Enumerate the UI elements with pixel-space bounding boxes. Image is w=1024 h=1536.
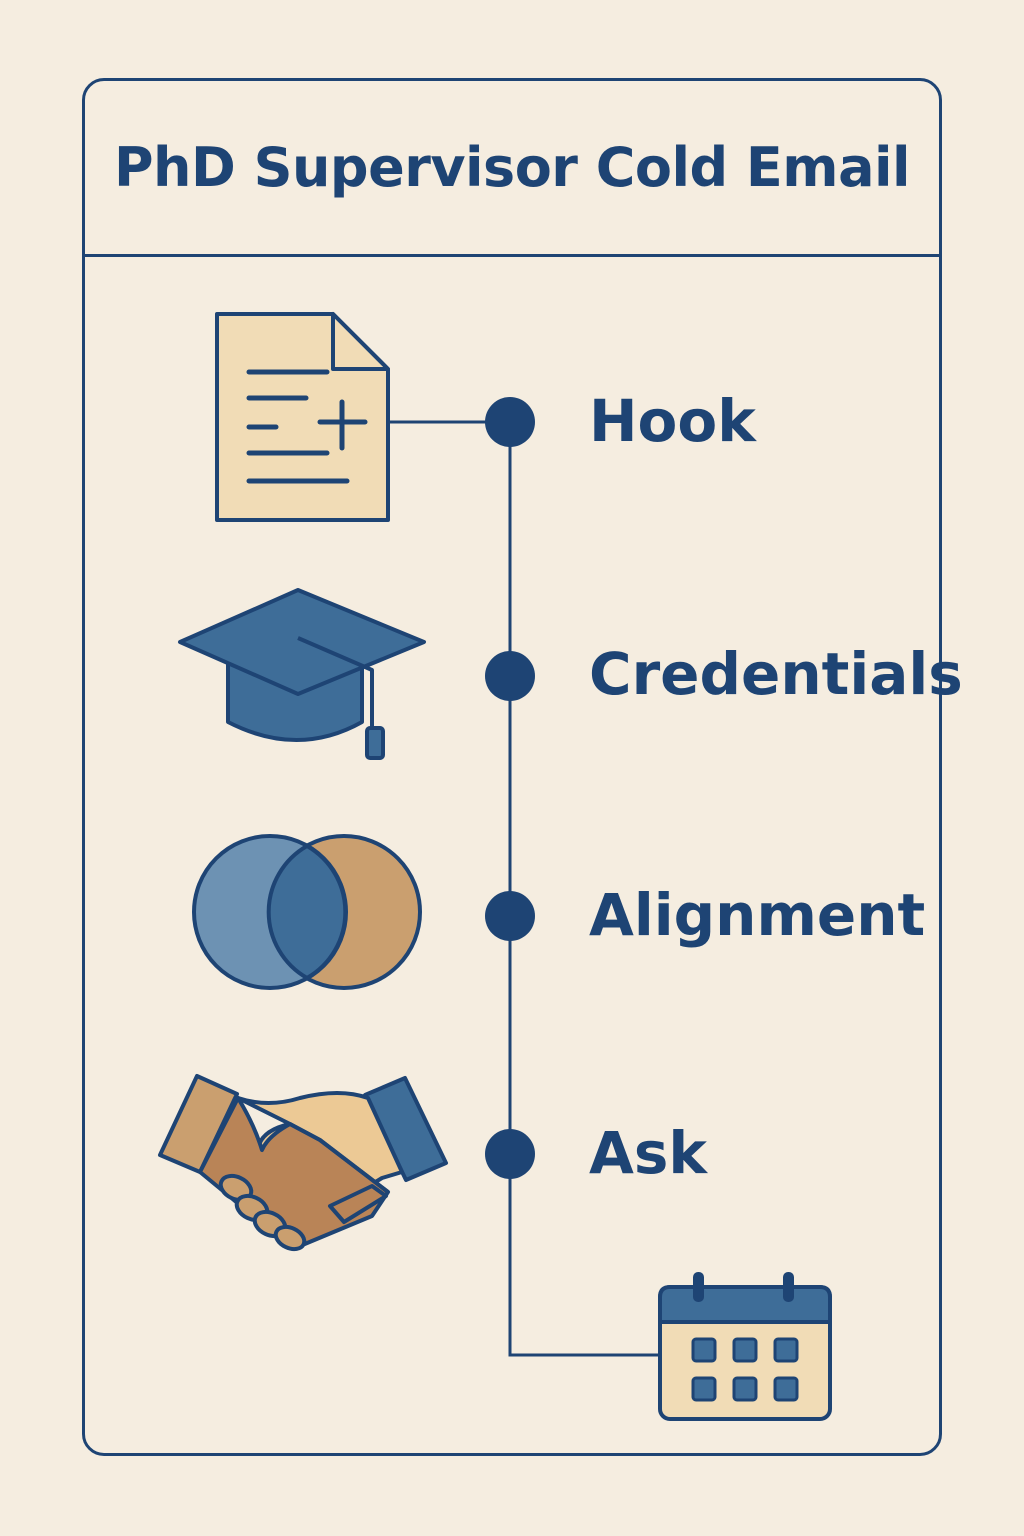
graduation-cap-icon — [178, 588, 426, 760]
card-frame — [82, 78, 942, 1456]
venn-diagram-icon — [192, 834, 422, 990]
page-title: PhD Supervisor Cold Email — [113, 135, 911, 199]
step-label-hook: Hook — [589, 387, 756, 455]
handshake-icon — [158, 1074, 448, 1252]
step-dot-ask — [485, 1129, 535, 1179]
step-dot-hook — [485, 397, 535, 447]
calendar-icon — [658, 1272, 832, 1421]
document-icon — [215, 312, 390, 522]
step-dot-credentials — [485, 651, 535, 701]
title-divider — [82, 254, 942, 257]
step-label-ask: Ask — [589, 1119, 707, 1187]
step-dot-alignment — [485, 891, 535, 941]
step-label-credentials: Credentials — [589, 640, 963, 708]
timeline-connector — [388, 420, 660, 1357]
step-label-alignment: Alignment — [589, 881, 926, 949]
